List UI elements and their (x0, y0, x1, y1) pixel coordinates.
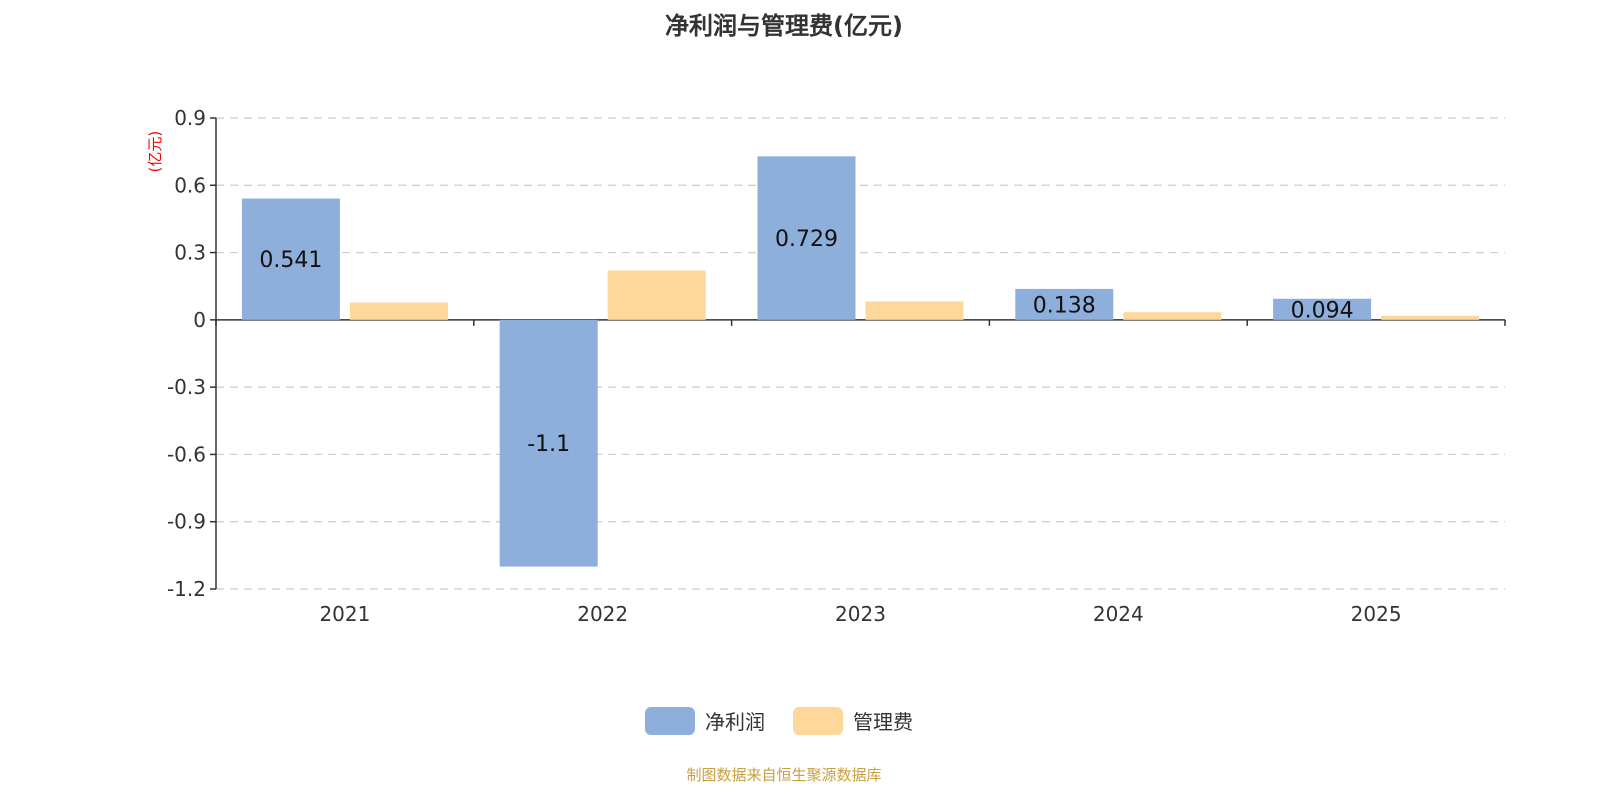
data-label: -1.1 (527, 432, 570, 457)
bar-admin-expense (349, 302, 448, 320)
bar-net-profit (241, 198, 340, 320)
legend-label: 净利润 (705, 710, 765, 734)
data-label: 0.729 (775, 227, 838, 252)
y-tick-label: 0 (193, 308, 206, 332)
legend-label: 管理费 (853, 710, 913, 734)
y-tick-label: 0.3 (174, 241, 206, 265)
bar-admin-expense (607, 270, 706, 320)
legend-item-admin-expense[interactable]: 管理费 (793, 706, 913, 735)
data-label: 0.138 (1033, 293, 1096, 318)
y-tick-label: -1.2 (167, 577, 206, 601)
x-tick-label: 2025 (1351, 602, 1402, 626)
data-label: 0.541 (259, 248, 322, 273)
bar-net-profit (1273, 298, 1372, 320)
chart-title: 净利润与管理费(亿元) (665, 12, 903, 40)
x-tick-label: 2023 (835, 602, 886, 626)
y-tick-label: 0.6 (174, 173, 206, 197)
source-footer: 制图数据来自恒生聚源数据库 (686, 766, 882, 784)
bar-admin-expense (1123, 312, 1222, 320)
y-tick-label: -0.9 (167, 510, 206, 534)
y-tick-label: 0.9 (174, 106, 206, 130)
bar-admin-expense (865, 301, 964, 320)
x-tick-label: 2024 (1093, 602, 1144, 626)
y-tick-label: -0.3 (167, 375, 206, 399)
y-tick-label: -0.6 (167, 442, 206, 466)
legend-item-net-profit[interactable]: 净利润 (645, 706, 765, 735)
bar-net-profit (1015, 288, 1114, 320)
bar-net-profit (499, 319, 598, 567)
data-label: 0.094 (1291, 298, 1354, 323)
legend-swatch-admin-expense (793, 706, 843, 735)
bar-admin-expense (1381, 315, 1480, 320)
x-tick-label: 2021 (319, 602, 370, 626)
x-tick-label: 2022 (577, 602, 628, 626)
bar-net-profit (757, 156, 856, 320)
legend-swatch-net-profit (645, 706, 695, 735)
y-axis-label: (亿元) (146, 131, 164, 173)
